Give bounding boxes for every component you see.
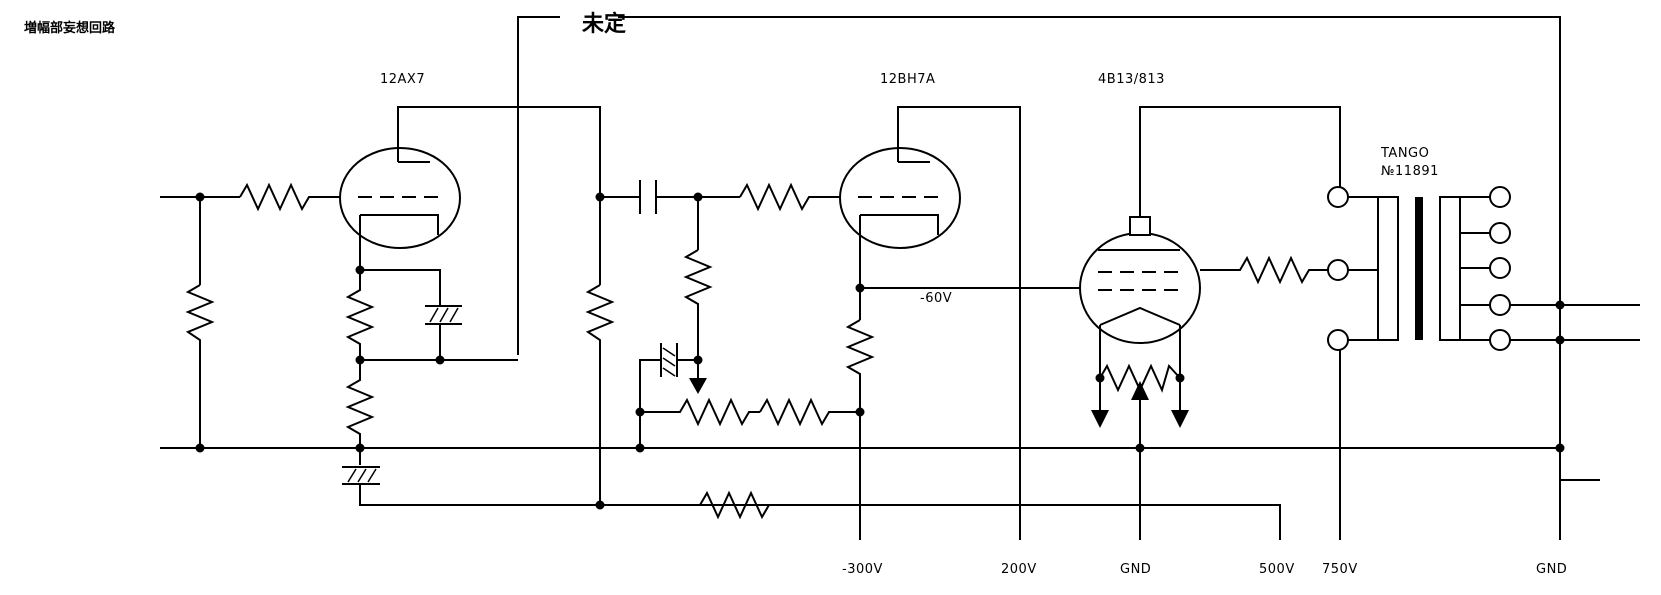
tube-label-4b13-813: 4B13/813 bbox=[1098, 72, 1165, 87]
primary-terminal-bottom bbox=[1327, 329, 1349, 351]
tube-4b13-813 bbox=[1079, 216, 1201, 344]
secondary-terminal-2 bbox=[1489, 222, 1511, 244]
primary-terminal-top bbox=[1327, 186, 1349, 208]
b-plus-dropping-resistor bbox=[699, 490, 770, 520]
rail-label-gnd-center: GND bbox=[1120, 562, 1151, 577]
tube-12bh7a bbox=[839, 147, 961, 249]
diagram-title: 増幅部妄想回路 bbox=[24, 20, 116, 36]
tube-12ax7 bbox=[339, 147, 461, 249]
tube-label-12bh7a: 12BH7A bbox=[880, 72, 935, 87]
v3-filament-right-arrow bbox=[1171, 410, 1189, 428]
v1-bias-resistor bbox=[345, 360, 375, 465]
rail-label-200v: 200V bbox=[1001, 562, 1037, 577]
bias-decoupling-capacitor bbox=[660, 343, 678, 377]
v1-decoupling-capacitor bbox=[342, 466, 380, 485]
secondary-terminal-5 bbox=[1489, 329, 1511, 351]
v1-plate-resistor bbox=[585, 284, 615, 505]
v3-filament-left-arrow bbox=[1091, 410, 1109, 428]
transformer-model-label: №11891 bbox=[1381, 164, 1439, 179]
v1-cathode-resistor bbox=[345, 270, 375, 360]
bias-divider-resistor-2 bbox=[759, 397, 860, 427]
v2-cathode-resistor bbox=[845, 319, 875, 540]
transformer-maker-label: TANGO bbox=[1380, 146, 1429, 161]
rail-label-neg300v: -300V bbox=[842, 562, 883, 577]
v3-plate-wire bbox=[1139, 106, 1341, 217]
v2-plate-200v-wire bbox=[897, 106, 1021, 540]
input-resistor bbox=[239, 182, 340, 212]
v3-pot-wiper-arrow bbox=[1131, 381, 1149, 400]
v1-bypass-wire bbox=[360, 269, 441, 305]
rail-label-750v: 750V bbox=[1322, 562, 1358, 577]
coupling-capacitor bbox=[639, 180, 657, 214]
v2-grid-arrow bbox=[689, 378, 707, 394]
v3-screen-resistor bbox=[1200, 255, 1330, 285]
grid-leak-resistor bbox=[185, 284, 215, 448]
secondary-terminal-1 bbox=[1489, 186, 1511, 208]
secondary-terminal-3 bbox=[1489, 257, 1511, 279]
rail-label-500v: 500V bbox=[1259, 562, 1295, 577]
bias-voltage-label: -60V bbox=[920, 291, 952, 306]
bias-divider-resistor-1 bbox=[640, 397, 760, 427]
rail-label-gnd-right: GND bbox=[1536, 562, 1567, 577]
bias-cap-wire bbox=[639, 359, 660, 412]
v1-bypass-capacitor bbox=[425, 305, 462, 325]
tube-label-12ax7: 12AX7 bbox=[380, 72, 425, 87]
feedback-wire bbox=[517, 16, 1600, 481]
v2-grid-stopper-resistor bbox=[739, 182, 840, 212]
v2-grid-leak-resistor bbox=[683, 249, 713, 378]
output-transformer bbox=[1340, 196, 1490, 341]
primary-terminal-mid bbox=[1327, 259, 1349, 281]
b-plus-500v-wire bbox=[359, 484, 1281, 533]
junction-dots bbox=[195, 192, 1565, 510]
feedback-undecided-label: 未定 bbox=[582, 11, 626, 37]
secondary-terminal-4 bbox=[1489, 294, 1511, 316]
